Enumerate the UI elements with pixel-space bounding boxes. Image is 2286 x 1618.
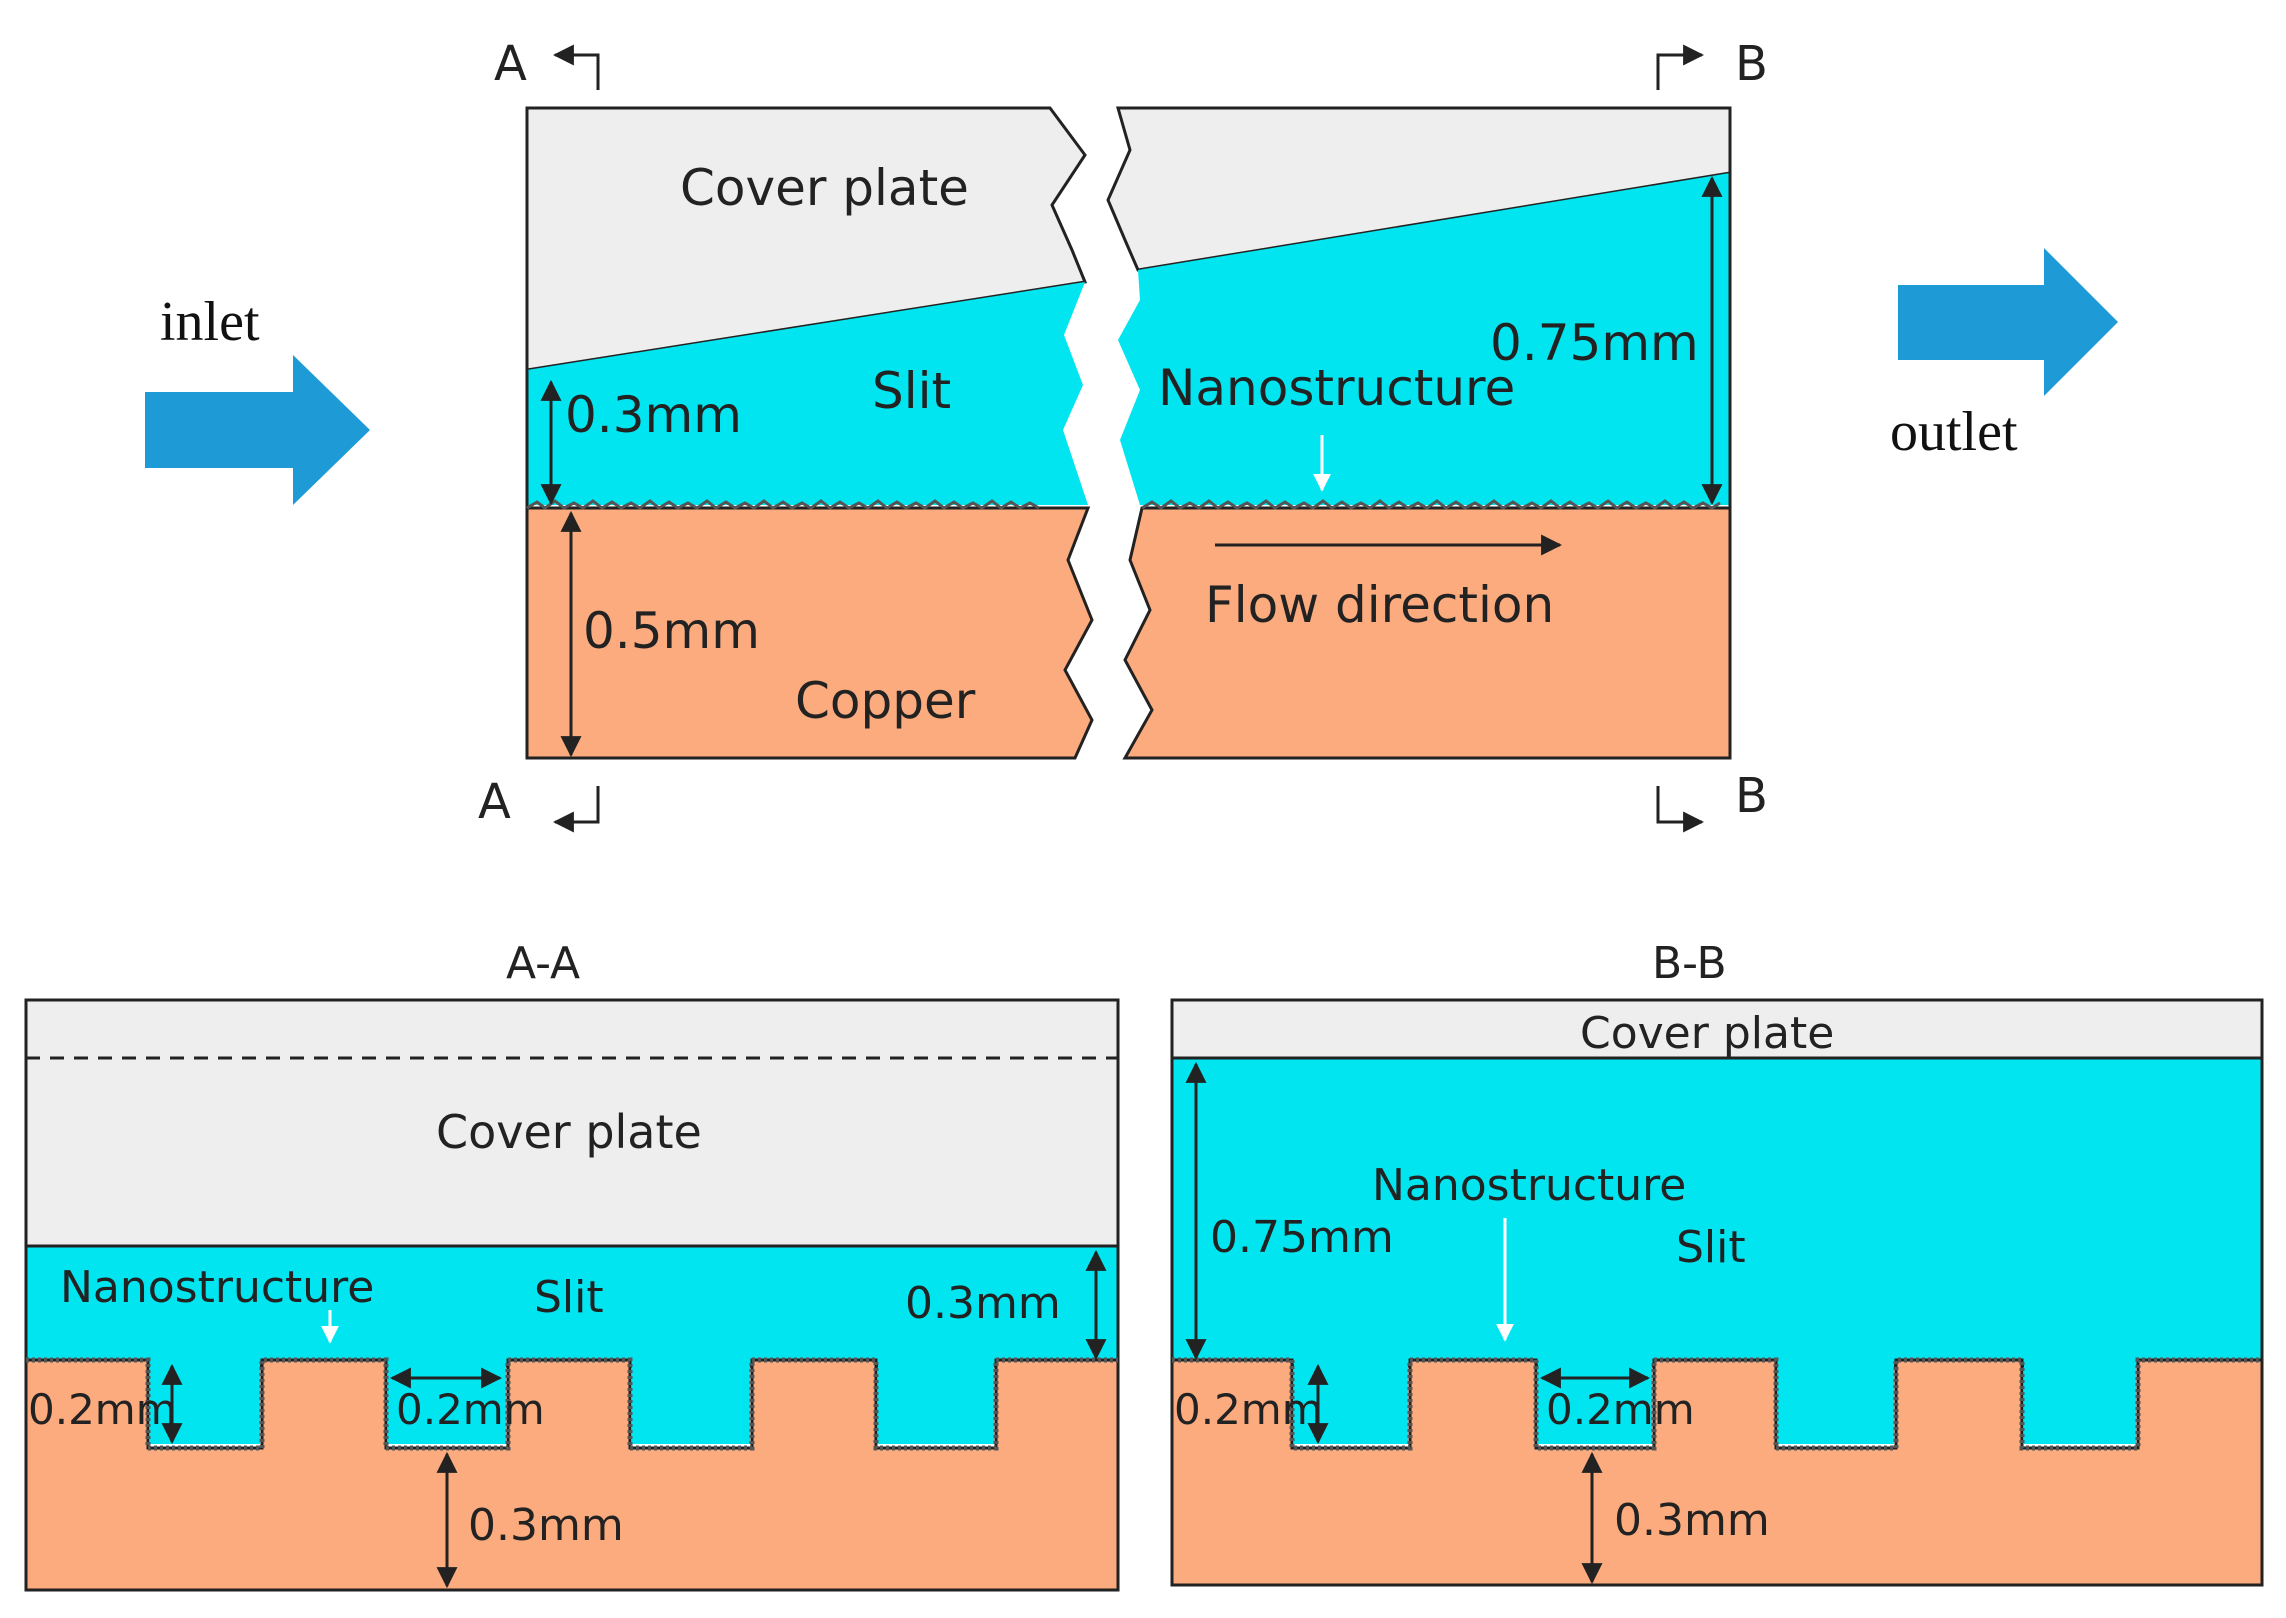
slit-right: [1118, 173, 1730, 505]
bb-dim-fin-height-label: 0.2mm: [1174, 1385, 1323, 1434]
section-aa: A-A Cover plate Nanostructure Slit 0.3mm…: [24, 938, 1120, 1592]
bb-slit-grooves: [1294, 1362, 2136, 1444]
bb-nanostructure-coating: [1172, 1357, 2262, 1451]
aa-slit-label: Slit: [534, 1272, 604, 1323]
outlet-label: outlet: [1890, 401, 2018, 463]
dim-outlet-gap-label: 0.75mm: [1490, 314, 1699, 372]
section-a-top-marker: [552, 44, 600, 90]
inlet-label: inlet: [160, 291, 260, 353]
bb-slit-label: Slit: [1676, 1222, 1746, 1273]
bb-nanostructure-label: Nanostructure: [1372, 1160, 1686, 1211]
copper-left: [525, 506, 1094, 760]
aa-cover-plate-label: Cover plate: [436, 1105, 702, 1159]
dim-inlet-gap-label: 0.3mm: [565, 386, 742, 444]
bb-dim-fin-width-label: 0.2mm: [1546, 1385, 1695, 1434]
top-view: Cover plate Slit Nanostructure Copper Fl…: [145, 36, 2118, 833]
section-a-bottom-marker: [552, 786, 600, 833]
section-a-top-label: A: [494, 36, 527, 92]
aa-dim-fin-height-label: 0.2mm: [28, 1385, 177, 1434]
aa-slit: [24, 1244, 1120, 1368]
flow-direction-label: Flow direction: [1205, 576, 1554, 634]
dim-copper-label: 0.5mm: [583, 602, 760, 660]
section-b-bottom-marker: [1656, 786, 1705, 833]
bb-slit: [1170, 1056, 2264, 1368]
slit-left: [527, 282, 1088, 505]
outlet-arrow-icon: [1898, 248, 2118, 396]
cover-plate-label: Cover plate: [680, 159, 969, 217]
nanostructure-interface-right: [1141, 499, 1721, 510]
section-b-bottom-label: B: [1735, 768, 1768, 824]
section-aa-title: A-A: [506, 938, 580, 989]
inlet-arrow-icon: [145, 355, 370, 505]
section-bb: B-B Cover plate Nanostructure Slit 0.75m…: [1170, 938, 2264, 1587]
copper-label: Copper: [795, 672, 976, 730]
section-b-top-label: B: [1735, 36, 1768, 92]
bb-dim-base-label: 0.3mm: [1614, 1495, 1770, 1546]
bb-dim-gap-label: 0.75mm: [1210, 1212, 1394, 1263]
aa-nanostructure-label: Nanostructure: [60, 1262, 374, 1313]
cover-plate-right: [1106, 106, 1732, 272]
aa-dim-base-label: 0.3mm: [468, 1500, 624, 1551]
copper-right: [1122, 506, 1732, 760]
nanostructure-label: Nanostructure: [1158, 359, 1515, 417]
aa-nanostructure-coating: [26, 1357, 1118, 1451]
aa-dim-fin-width-label: 0.2mm: [396, 1385, 545, 1434]
aa-slit-grooves: [150, 1362, 994, 1444]
nanostructure-interface-left: [526, 499, 1040, 510]
aa-dim-gap-label: 0.3mm: [905, 1278, 1061, 1329]
section-a-bottom-label: A: [478, 774, 511, 830]
section-bb-title: B-B: [1652, 938, 1727, 989]
bb-cover-plate-label: Cover plate: [1580, 1008, 1834, 1059]
slit-label: Slit: [872, 362, 951, 420]
section-b-top-marker: [1656, 44, 1705, 90]
